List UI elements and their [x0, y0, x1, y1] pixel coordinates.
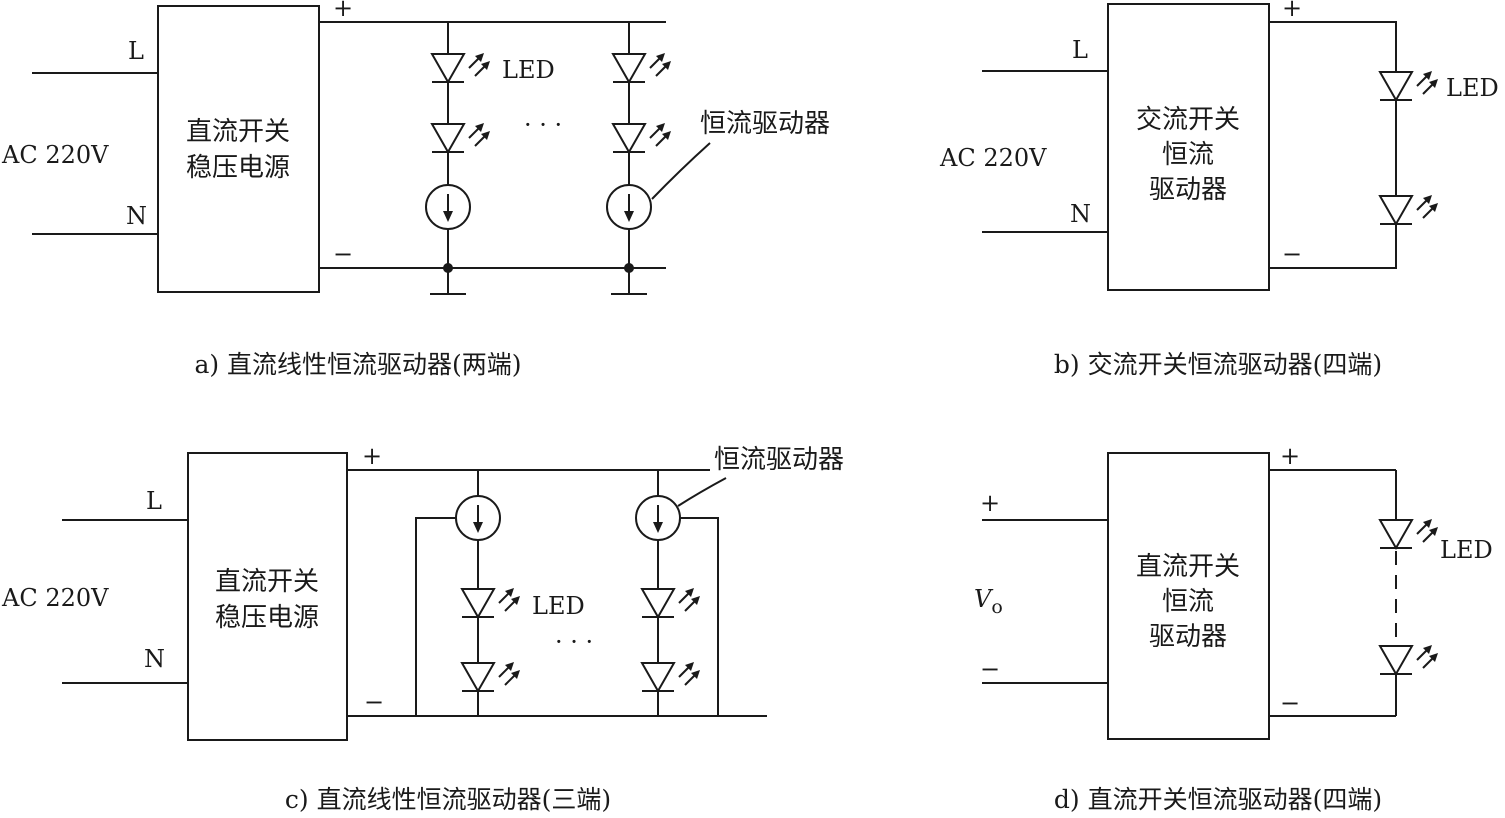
plus-sign: +: [362, 442, 382, 470]
caption-c: c) 直流线性恒流驱动器(三端): [285, 785, 611, 814]
dc-switch-regulator-box: [187, 452, 348, 741]
terminal-n-label: N: [144, 645, 165, 673]
plus-sign: +: [1280, 442, 1300, 470]
led-diode: [641, 661, 701, 692]
box-label-line3: 驱动器: [1149, 622, 1227, 652]
voltage-subscript: o: [991, 596, 1002, 618]
box-label-line2: 恒流: [1162, 140, 1214, 170]
input-plus-sign: +: [980, 489, 1000, 517]
driver-leader-line: [677, 477, 727, 507]
box-label-line2: 稳压电源: [186, 153, 290, 183]
dc-switch-driver-box: [1107, 452, 1270, 740]
led-diode: [1379, 70, 1439, 101]
constant-current-source: [606, 184, 652, 230]
caption-a: a) 直流线性恒流驱动器(两端): [194, 350, 521, 379]
led-diode: [612, 122, 672, 153]
minus-sign: −: [1282, 240, 1302, 268]
led-diode: [1379, 194, 1439, 225]
led-diode: [641, 587, 701, 618]
dc-switch-regulator-box: [157, 5, 320, 293]
caption-b: b) 交流开关恒流驱动器(四端): [1054, 350, 1382, 379]
led-label: LED: [1440, 536, 1493, 564]
constant-current-source: [425, 184, 471, 230]
terminal-l-label: L: [1072, 36, 1088, 64]
third-terminal-wire: [415, 517, 456, 716]
terminal-l-label: L: [146, 487, 162, 515]
led-diode: [1379, 518, 1439, 549]
led-label: LED: [532, 592, 585, 620]
input-voltage-symbol: Vo: [974, 585, 1003, 618]
led-diode: [461, 661, 521, 692]
ellipsis: · · ·: [555, 628, 593, 656]
input-minus-sign: −: [980, 655, 1000, 683]
input-voltage-label: AC 220V: [1, 584, 109, 612]
driver-leader-line: [651, 142, 711, 200]
ac-switch-driver-box: [1107, 3, 1270, 291]
box-label-line3: 驱动器: [1149, 175, 1227, 205]
third-terminal-wire: [680, 517, 719, 716]
led-diode: [431, 52, 491, 83]
led-diode: [1379, 644, 1439, 675]
led-diode: [612, 52, 672, 83]
constant-current-source: [455, 495, 501, 541]
panel-b: 交流开关 恒流 驱动器 L N AC 220V + − LED b) 交流开关恒…: [939, 0, 1499, 379]
terminal-n-label: N: [1070, 200, 1091, 228]
input-voltage-label: AC 220V: [1, 141, 109, 169]
plus-sign: +: [1282, 0, 1302, 22]
led-label: LED: [1446, 74, 1499, 102]
led-diode: [431, 122, 491, 153]
driver-label: 恒流驱动器: [714, 445, 844, 475]
terminal-l-label: L: [128, 37, 144, 65]
driver-label: 恒流驱动器: [700, 109, 830, 139]
led-label: LED: [502, 56, 555, 84]
minus-sign: −: [364, 688, 384, 716]
ellipsis: · · ·: [524, 111, 562, 139]
plus-sign: +: [333, 0, 353, 22]
output-loop: [1269, 21, 1397, 269]
terminal-n-label: N: [126, 202, 147, 230]
box-label-line1: 直流开关: [186, 117, 290, 147]
constant-current-source: [635, 495, 681, 541]
caption-d: d) 直流开关恒流驱动器(四端): [1054, 785, 1382, 814]
box-label-line1: 直流开关: [215, 567, 319, 597]
led-diode: [461, 587, 521, 618]
voltage-v: V: [974, 585, 994, 613]
minus-sign: −: [1280, 689, 1300, 717]
minus-sign: −: [333, 240, 353, 268]
panel-c: 直流开关 稳压电源 L N AC 220V + − LED · · · 恒流驱动…: [1, 442, 844, 814]
box-label-line2: 稳压电源: [215, 603, 319, 633]
input-voltage-label: AC 220V: [939, 144, 1047, 172]
box-label-line2: 恒流: [1162, 587, 1214, 617]
panel-d: 直流开关 恒流 驱动器 + − Vo + − LED d) 直流开关恒流驱动器(…: [974, 442, 1493, 814]
box-label-line1: 直流开关: [1136, 552, 1240, 582]
panel-a: 直流开关 稳压电源 L N AC 220V + − LED · · · 恒流驱动…: [1, 0, 830, 379]
box-label-line1: 交流开关: [1136, 105, 1240, 135]
